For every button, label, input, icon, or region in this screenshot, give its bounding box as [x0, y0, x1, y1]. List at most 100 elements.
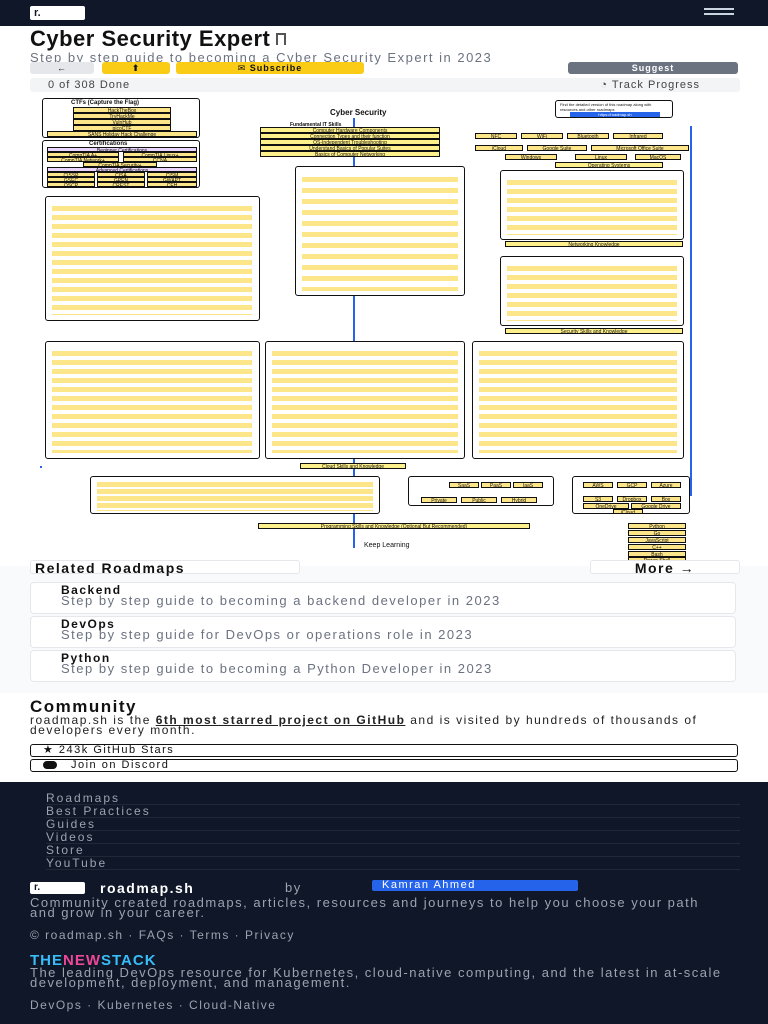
connection-node[interactable]: Bluetooth [567, 133, 609, 139]
connection-node[interactable]: NFC [475, 133, 517, 139]
os-node[interactable]: Windows [505, 154, 557, 160]
language-node[interactable]: Bash [628, 551, 686, 557]
cloud-service-node[interactable]: GCP [617, 482, 647, 488]
footer-link[interactable]: Roadmaps [46, 792, 740, 805]
suite-node[interactable]: Microsoft Office Suite [591, 145, 689, 151]
cloud-service-node[interactable]: Google Drive [631, 503, 681, 509]
cloud-concepts-group [90, 476, 380, 514]
footer-legal-links[interactable]: © roadmap.sh · FAQs · Terms · Privacy [30, 928, 295, 942]
cloud-service-node[interactable]: Box [651, 496, 681, 502]
thenewstack-description: The leading DevOps resource for Kubernet… [30, 965, 722, 990]
cert-node[interactable]: CISA [97, 172, 145, 177]
cert-node[interactable]: CompTIA Network+ [47, 157, 119, 162]
progress-count: 0 of 308 Done [48, 79, 131, 91]
cert-node[interactable]: GSEC [47, 177, 95, 182]
cert-node[interactable]: CISM [147, 172, 197, 177]
related-card[interactable]: Backend Step by step guide to becoming a… [30, 582, 736, 614]
os-node[interactable]: Linux [575, 154, 627, 160]
related-card-title: DevOps [61, 617, 116, 631]
cert-node[interactable]: CISSP [47, 172, 95, 177]
footer-brand-name[interactable]: roadmap.sh [100, 880, 195, 896]
cloud-model-node[interactable]: IaaS [513, 482, 543, 488]
fundamental-node[interactable]: Understand Basics of Popular Suites [260, 145, 440, 151]
cloud-model-node[interactable]: SaaS [449, 482, 479, 488]
os-node[interactable]: MacOS [635, 154, 681, 160]
related-card-title: Python [61, 651, 111, 665]
fundamental-node[interactable]: Connection Types and their function [260, 133, 440, 139]
cert-node[interactable]: GPEN [97, 177, 145, 182]
networking-section-node[interactable]: Networking Knowledge [505, 241, 683, 247]
thenewstack-logo[interactable]: THENEWSTACK [30, 952, 157, 969]
cloud-service-node[interactable]: iCloud [613, 509, 643, 514]
cloud-model-node[interactable]: Private [421, 497, 457, 503]
ctf-node[interactable]: picoCTF [73, 125, 171, 131]
roadmap-spine-right [690, 126, 692, 496]
logo[interactable]: r. [30, 6, 85, 20]
ctf-node[interactable]: VulnHub [73, 119, 171, 125]
discord-button[interactable]: Join on Discord [30, 759, 738, 772]
language-node[interactable]: C++ [628, 544, 686, 550]
footer-link[interactable]: YouTube [46, 857, 740, 870]
cert-node[interactable]: CEH [147, 182, 197, 187]
cloud-models-group: SaaS PaaS IaaS Private Public Hybrid [408, 476, 554, 506]
track-progress-button[interactable]: ◔ Track Progress [600, 79, 700, 91]
footer-logo[interactable]: r. [30, 882, 85, 894]
fundamental-label: Fundamental IT Skills [290, 122, 342, 128]
github-stars-button[interactable]: ★ 243k GitHub Stars [30, 744, 738, 757]
suggest-button[interactable]: Suggest [568, 62, 738, 74]
cert-node[interactable]: CompTIA Security+ [83, 162, 157, 167]
ctf-node[interactable]: SANS Holiday Hack Challenge [47, 131, 197, 137]
suite-node[interactable]: iCloud [475, 145, 523, 151]
menu-icon[interactable] [704, 8, 734, 18]
footer-link[interactable]: Videos [46, 831, 740, 844]
cert-node[interactable]: CREST [97, 182, 145, 187]
suite-node[interactable]: Google Suite [527, 145, 587, 151]
cloud-service-node[interactable]: Azure [651, 482, 681, 488]
connection-node[interactable]: WiFi [521, 133, 563, 139]
related-header: Related Roadmaps More → [30, 560, 740, 576]
share-button[interactable]: ⬆ [102, 62, 170, 74]
cert-node[interactable]: OSCP [47, 182, 95, 187]
footer-link[interactable]: Store [46, 844, 740, 857]
cert-node[interactable]: CCNA [123, 157, 197, 162]
ctf-node[interactable]: TryHackMe [73, 113, 171, 119]
ctf-node[interactable]: HackTheBox [73, 107, 171, 113]
fundamental-node[interactable]: OS-Independent Troubleshooting [260, 139, 440, 145]
bookmark-icon[interactable] [276, 33, 287, 45]
fundamental-node[interactable]: Computer Hardware Components [260, 127, 440, 133]
back-button[interactable]: ← [30, 62, 94, 74]
cloud-section-node[interactable]: Cloud Skills and Knowledge [300, 463, 406, 469]
cert-node[interactable]: GWAPT [147, 177, 197, 182]
more-button[interactable]: More → [590, 560, 740, 575]
cloud-service-node[interactable]: AWS [583, 482, 613, 488]
cloud-model-node[interactable]: PaaS [481, 482, 511, 488]
language-node[interactable]: JavaScript [628, 537, 686, 543]
os-section-node[interactable]: Operating Systems [555, 162, 663, 168]
certifications-title: Certifications [89, 141, 128, 147]
language-node[interactable]: Go [628, 530, 686, 536]
language-node[interactable]: Python [628, 523, 686, 529]
cloud-model-node[interactable]: Public [461, 497, 497, 503]
thenewstack-links[interactable]: DevOps · Kubernetes · Cloud-Native [30, 998, 277, 1012]
security-concept-nodes [507, 263, 677, 321]
os-skill-nodes [507, 177, 677, 235]
track-progress-label: Track Progress [611, 79, 700, 91]
cloud-service-node[interactable]: Dropbox [617, 496, 647, 502]
cloud-model-node[interactable]: Hybrid [501, 497, 537, 503]
fundamental-node[interactable]: Basics of Computer Networking [260, 151, 440, 157]
connection-node[interactable]: Infrared [613, 133, 663, 139]
footer-link[interactable]: Guides [46, 818, 740, 831]
roadmap-note-link[interactable]: https://roadmap.sh [570, 112, 660, 117]
author-badge[interactable]: Kamran Ahmed [372, 880, 578, 891]
related-card[interactable]: DevOps Step by step guide for DevOps or … [30, 616, 736, 648]
cert-node[interactable]: CompTIA A+ [47, 152, 119, 157]
footer-link[interactable]: Best Practices [46, 805, 740, 818]
security-section-node[interactable]: Security Skills and Knowledge [505, 328, 683, 334]
programming-section-node[interactable]: Programming Skills and Knowledge (Option… [258, 523, 530, 529]
cloud-service-node[interactable]: OneDrive [583, 503, 629, 509]
subscribe-button[interactable]: ✉ Subscribe [176, 62, 364, 74]
cloud-service-node[interactable]: S3 [583, 496, 613, 502]
related-card[interactable]: Python Step by step guide to becoming a … [30, 650, 736, 682]
cert-node[interactable]: CompTIA Linux+ [123, 152, 197, 157]
github-rank-link[interactable]: 6th most starred project on GitHub [155, 713, 406, 727]
